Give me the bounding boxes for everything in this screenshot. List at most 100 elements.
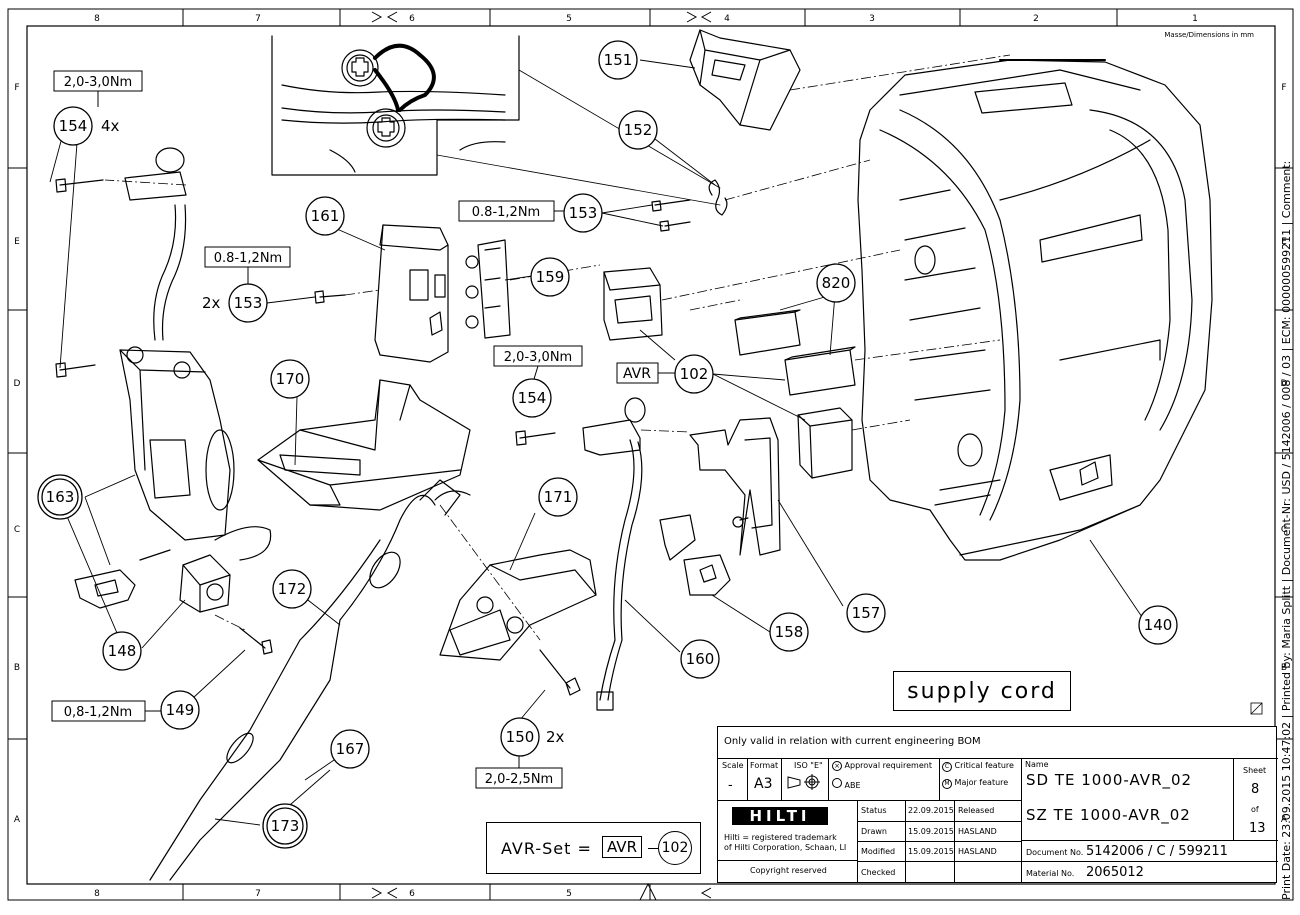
sheet-number: 8: [1251, 782, 1260, 797]
col-label-4: 4: [724, 14, 730, 24]
iso-label: ISO "E": [794, 761, 823, 770]
row-label-right-B: B: [1281, 663, 1287, 673]
trademark-line-1: Hilti = registered trademark: [724, 833, 837, 842]
status-date: 22.09.2015: [908, 806, 954, 815]
callout-154-mid: 154: [518, 389, 547, 407]
document-number: 5142006 / C / 599211: [1086, 844, 1228, 859]
col-label-1: 1: [1192, 14, 1198, 24]
col-label-8: 8: [94, 14, 100, 24]
part-avr-damper: [797, 407, 853, 479]
copyright: Copyright reserved: [750, 866, 827, 875]
callout-158: 158: [775, 623, 804, 641]
callout-152: 152: [624, 121, 653, 139]
validity-note: Only valid in relation with current engi…: [724, 736, 981, 747]
part-149-screw: [239, 627, 273, 655]
approval-label: × Approval requirement: [832, 761, 932, 771]
torque-154-top: 2,0-3,0Nm: [64, 75, 132, 90]
hilti-logo-text: HILTI: [749, 807, 811, 825]
abe-icon: [832, 778, 842, 788]
part-160-cable: [515, 397, 646, 711]
avr-set-box-label: AVR: [602, 836, 642, 858]
callout-150: 150: [506, 728, 535, 746]
callout-159: 159: [536, 268, 565, 286]
callout-153-left: 153: [234, 294, 263, 312]
detail-inset: [271, 35, 520, 176]
part-172-173-cord: [149, 479, 471, 881]
callout-102: 102: [680, 365, 709, 383]
material-label: Material No.: [1026, 869, 1075, 878]
multiplier-150: 2x: [546, 728, 565, 746]
drawing-name-1: SD TE 1000-AVR_02: [1026, 771, 1193, 789]
row-label-right-E: E: [1281, 237, 1287, 247]
row-label-C: C: [14, 525, 20, 535]
multiplier-153: 2x: [202, 294, 221, 312]
col-label-bottom-5: 5: [566, 889, 572, 899]
col-label-7: 7: [255, 14, 261, 24]
hilti-logo: HILTI: [732, 807, 828, 825]
row-label-B: B: [14, 663, 20, 673]
modified-value: HASLAND: [958, 847, 997, 856]
part-151: [689, 29, 801, 131]
col-label-6: 6: [409, 14, 415, 24]
callout-153-top: 153: [569, 204, 598, 222]
callout-160: 160: [686, 650, 715, 668]
part-820-pads: [734, 309, 856, 396]
callout-140: 140: [1144, 616, 1173, 634]
critical-text: Critical feature: [954, 761, 1014, 770]
row-label-A: A: [14, 815, 21, 825]
part-148: [179, 526, 272, 613]
sheet-total: 13: [1249, 821, 1266, 836]
avr-set-prefix: AVR-Set =: [501, 839, 592, 858]
drawn-label: Drawn: [861, 827, 887, 836]
multiplier-154: 4x: [101, 117, 120, 135]
supply-cord-label: supply cord: [893, 671, 1071, 711]
approval-icon: ×: [832, 761, 842, 771]
status-value: Released: [958, 806, 995, 815]
callout-163: 163: [46, 488, 75, 506]
iso-projection-icon: [787, 774, 820, 790]
avr-set-ref: 102: [658, 831, 692, 865]
torque-153-left: 0.8-1,2Nm: [214, 251, 282, 266]
abe-label: ABE: [832, 778, 861, 790]
col-label-bottom-7: 7: [255, 889, 261, 899]
checked-label: Checked: [861, 868, 896, 877]
col-label-3: 3: [869, 14, 875, 24]
critical-icon: C: [942, 762, 952, 772]
callout-161: 161: [311, 207, 340, 225]
row-label-E: E: [14, 237, 20, 247]
row-label-right-D: D: [1281, 379, 1288, 389]
modified-label: Modified: [861, 847, 896, 856]
callout-167: 167: [336, 740, 365, 758]
col-label-bottom-8: 8: [94, 889, 100, 899]
part-157: [689, 417, 781, 556]
scale-label: Scale: [722, 761, 744, 770]
callout-170: 170: [276, 370, 305, 388]
critical-feature: C Critical feature: [942, 761, 1014, 772]
col-label-2: 2: [1033, 14, 1039, 24]
avr-label: AVR: [623, 366, 651, 382]
format-value: A3: [754, 776, 773, 792]
avr-set-note: AVR-Set = AVR 102: [486, 822, 701, 874]
of-label: of: [1251, 805, 1259, 814]
dimensions-note: Masse/Dimensions in mm: [1164, 31, 1254, 39]
torque-150: 2,0-2,5Nm: [485, 772, 553, 787]
status-label: Status: [861, 806, 887, 815]
modified-date: 15.09.2015: [908, 847, 954, 856]
scale-value: -: [728, 778, 733, 793]
material-number: 2065012: [1086, 865, 1144, 880]
col-label-bottom-6: 6: [409, 889, 415, 899]
approval-text: Approval requirement: [844, 761, 932, 770]
abe-text: ABE: [844, 781, 861, 790]
callout-154-top: 154: [59, 117, 88, 135]
document-label: Document No.: [1026, 848, 1084, 857]
major-text: Major feature: [954, 778, 1009, 787]
major-feature: M Major feature: [942, 778, 1008, 789]
callout-148: 148: [108, 642, 137, 660]
part-161: [374, 224, 449, 363]
part-102-bracket: [603, 267, 663, 341]
callout-171: 171: [544, 488, 573, 506]
part-171: [439, 549, 597, 661]
row-label-F: F: [14, 83, 19, 93]
drawing-name-2: SZ TE 1000-AVR_02: [1026, 806, 1191, 824]
